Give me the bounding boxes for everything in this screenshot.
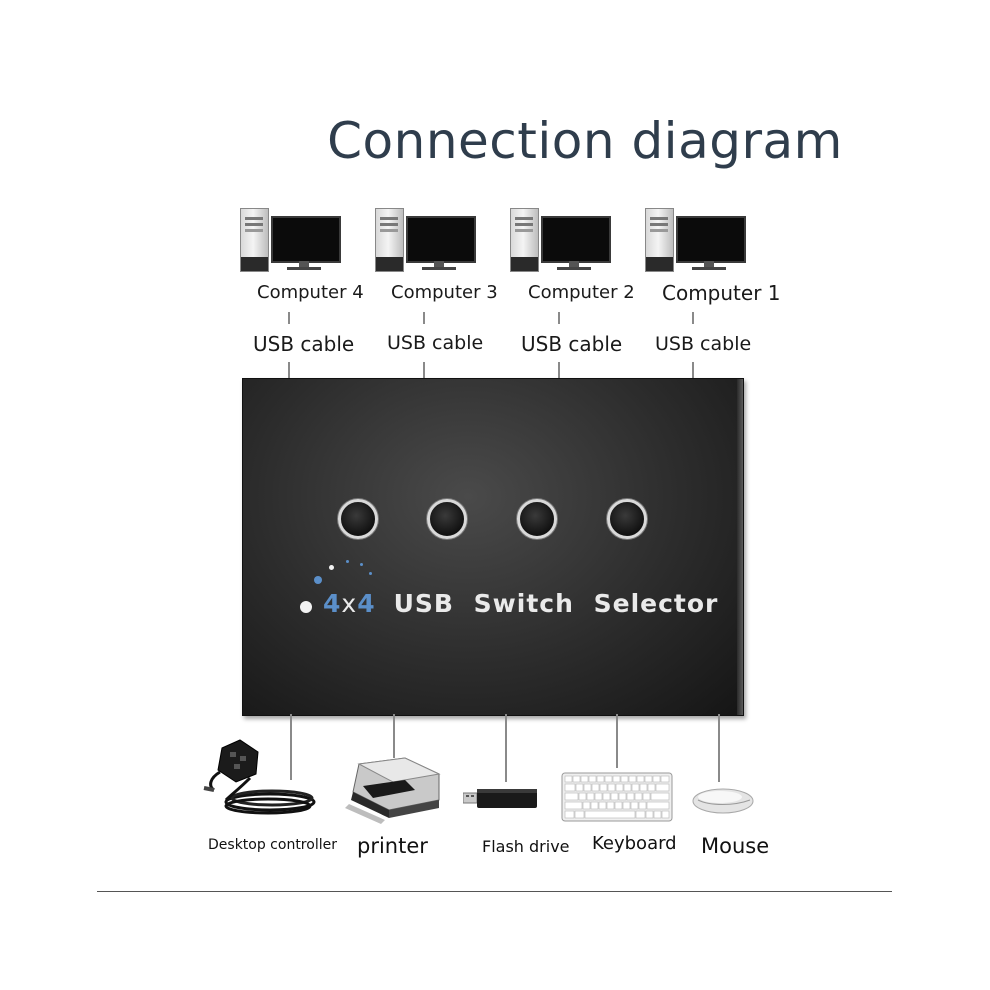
bottom-divider	[97, 891, 892, 892]
computer-2-icon	[510, 206, 611, 272]
switch-button-3	[517, 499, 557, 539]
connector-line	[692, 362, 694, 378]
computer-2-label: Computer 2	[528, 282, 635, 303]
connector-line	[290, 714, 292, 780]
page-title: Connection diagram	[327, 112, 843, 170]
printer-icon	[345, 757, 441, 824]
desktop-controller-label: Desktop controller	[208, 837, 337, 853]
keyboard-icon	[561, 772, 673, 822]
brand-number-b: 4	[357, 589, 376, 618]
connector-line	[616, 714, 618, 768]
desktop-controller-icon	[203, 739, 316, 815]
connector-line	[288, 312, 290, 324]
connector-line	[423, 312, 425, 324]
computer-4-icon	[240, 206, 341, 272]
computer-1-label: Computer 1	[662, 281, 781, 305]
brand-dot	[346, 560, 349, 563]
connector-line	[288, 362, 290, 378]
connector-line	[423, 362, 425, 378]
brand-number-a: 4	[323, 589, 342, 618]
connector-line	[692, 312, 694, 324]
connector-line	[558, 362, 560, 378]
switch-button-2	[427, 499, 467, 539]
usb-cable-label-4: USB cable	[253, 332, 355, 356]
keyboard-label: Keyboard	[592, 833, 677, 854]
connector-line	[393, 714, 395, 758]
brand-dot	[369, 572, 372, 575]
connector-line	[718, 714, 720, 782]
brand-dot	[360, 563, 363, 566]
brand-dot	[329, 565, 334, 570]
computer-4-label: Computer 4	[257, 282, 364, 303]
printer-label: printer	[357, 834, 428, 858]
usb-cable-label-1: USB cable	[655, 333, 752, 355]
computer-1-icon	[645, 206, 746, 272]
connector-line	[558, 312, 560, 324]
switch-button-4	[607, 499, 647, 539]
computer-3-icon	[375, 206, 476, 272]
usb-cable-label-2: USB cable	[521, 332, 623, 356]
device-brand: 4x4 USB Switch Selector	[323, 589, 718, 618]
mouse-icon	[692, 788, 754, 814]
switch-button-1	[338, 499, 378, 539]
computer-3-label: Computer 3	[391, 282, 498, 303]
brand-dot	[314, 576, 322, 584]
mouse-label: Mouse	[701, 834, 770, 858]
usb-switch-device: 4x4 USB Switch Selector	[242, 378, 744, 716]
flash-drive-label: Flash drive	[482, 837, 570, 856]
connector-line	[505, 714, 507, 782]
brand-dot	[300, 601, 312, 613]
brand-text: USB Switch Selector	[393, 589, 719, 618]
brand-x: x	[341, 589, 358, 618]
usb-cable-label-3: USB cable	[387, 332, 484, 354]
flash-drive-icon	[463, 789, 537, 808]
